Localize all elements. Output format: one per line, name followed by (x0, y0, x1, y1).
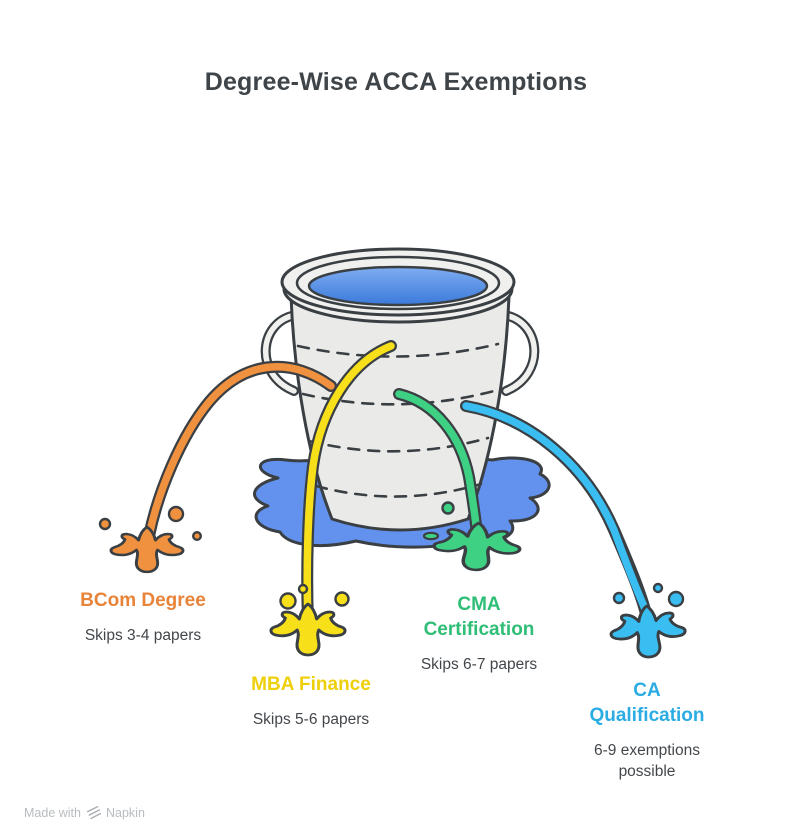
bcom-label: BCom Degree (80, 590, 206, 611)
mba-stream (301, 340, 397, 627)
bucket-handle-left (260, 310, 301, 396)
watermark: Made with Napkin (24, 805, 145, 820)
cma-detail: Skips 6-7 papers (420, 656, 538, 674)
mba-droplets (279, 583, 350, 610)
mba-splash (269, 602, 347, 657)
cma-splash (432, 521, 522, 572)
mba-label-group: MBA Finance Skips 5-6 papers (211, 672, 411, 731)
puddle-drip (422, 531, 440, 541)
bucket-handle-right (499, 310, 540, 396)
cma-drip-dot (441, 501, 455, 515)
mba-detail: Skips 5-6 papers (252, 711, 370, 729)
cma-label: CMA Certification (423, 594, 535, 641)
bcom-splash (109, 525, 185, 574)
bcom-droplets (98, 505, 202, 542)
napkin-logo-icon (86, 805, 101, 820)
bcom-stream (143, 360, 337, 542)
ca-label-group: CA Qualification 6-9 exemptions possible (547, 678, 747, 782)
ca-detail: 6-9 exemptions possible (594, 742, 700, 780)
bcom-detail: Skips 3-4 papers (84, 627, 202, 645)
watermark-brand: Napkin (105, 805, 145, 820)
ca-droplets (612, 582, 685, 608)
bcom-label-group: BCom Degree Skips 3-4 papers (43, 588, 243, 647)
watermark-prefix: Made with (24, 805, 81, 820)
bucket-dashed-lines (296, 342, 500, 498)
mba-label: MBA Finance (251, 674, 371, 695)
ca-label: CA Qualification (589, 680, 705, 727)
cma-label-group: CMA Certification Skips 6-7 papers (379, 592, 579, 676)
ca-splash (609, 604, 687, 659)
water-surface (307, 265, 489, 307)
cma-stream (393, 388, 483, 542)
page-title: Degree-Wise ACCA Exemptions (204, 68, 588, 96)
